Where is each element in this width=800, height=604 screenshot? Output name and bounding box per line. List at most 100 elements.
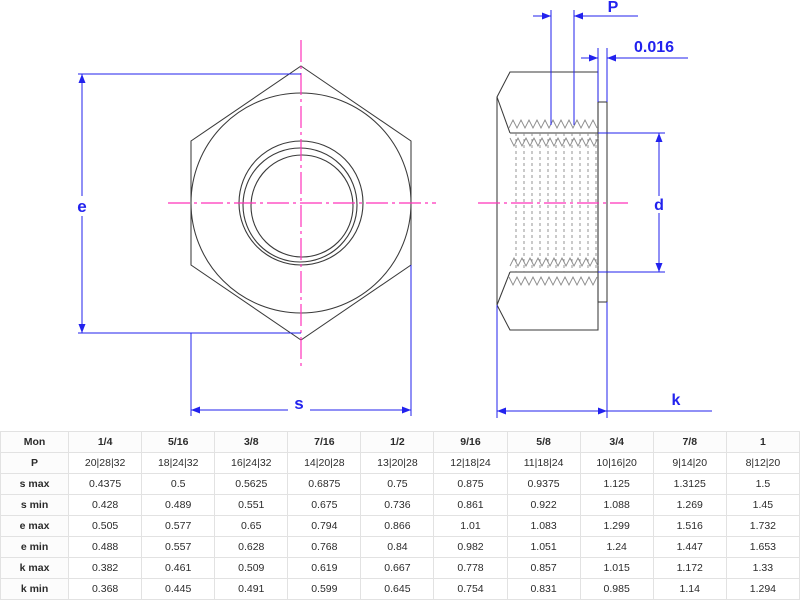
- table-cell: 0.65: [214, 515, 289, 537]
- table-cell: 0.491: [214, 578, 289, 600]
- table-column-header: 9/16: [433, 431, 508, 453]
- table-cell: 12|18|24: [433, 452, 508, 474]
- table-cell: 0.875: [433, 473, 508, 495]
- table-cell: 0.6875: [287, 473, 362, 495]
- thread-minor-circle: [242, 147, 358, 263]
- table-cell: 0.778: [433, 557, 508, 579]
- table-cell: 0.75: [360, 473, 435, 495]
- table-cell: 1.015: [579, 557, 654, 579]
- table-column-header: Mon: [0, 431, 70, 453]
- table-cell: 20|28|32: [68, 452, 143, 474]
- table-cell: 0.382: [68, 557, 143, 579]
- table-row-label: P: [0, 452, 70, 474]
- table-cell: 0.577: [141, 515, 216, 537]
- table-cell: 0.428: [68, 494, 143, 516]
- table-row: k min 0.368 0.445 0.491 0.599 0.645 0.75…: [0, 578, 800, 600]
- table-cell: 0.628: [214, 536, 289, 558]
- table-row: k max 0.382 0.461 0.509 0.619 0.667 0.77…: [0, 557, 800, 579]
- table-cell: 0.5: [141, 473, 216, 495]
- table-row: P 20|28|32 18|24|32 16|24|32 14|20|28 13…: [0, 452, 800, 474]
- table-cell: 0.445: [141, 578, 216, 600]
- table-cell: 11|18|24: [506, 452, 581, 474]
- table-row: s max 0.4375 0.5 0.5625 0.6875 0.75 0.87…: [0, 473, 800, 495]
- table-cell: 1.14: [652, 578, 727, 600]
- table-cell: 1.24: [579, 536, 654, 558]
- table-cell: 0.982: [433, 536, 508, 558]
- thread-crest-top: [508, 118, 598, 130]
- table-row: e min 0.488 0.557 0.628 0.768 0.84 0.982…: [0, 536, 800, 558]
- table-cell: 0.368: [68, 578, 143, 600]
- table-cell: 10|16|20: [579, 452, 654, 474]
- table-cell: 0.557: [141, 536, 216, 558]
- table-cell: 1.516: [652, 515, 727, 537]
- table-cell: 9|14|20: [652, 452, 727, 474]
- table-cell: 0.84: [360, 536, 435, 558]
- table-column-header: 7/8: [652, 431, 727, 453]
- thread-crest-bottom: [509, 256, 599, 268]
- table-cell: 1.269: [652, 494, 727, 516]
- specification-table: Mon 1/4 5/16 3/8 7/16 1/2 9/16 5/8 3/4 7…: [0, 431, 800, 600]
- table-column-header: 1: [725, 431, 800, 453]
- drawing-svg: e s: [77, 0, 712, 418]
- table-cell: 0.619: [287, 557, 362, 579]
- table-cell: 8|12|20: [725, 452, 800, 474]
- chamfer-edge-top-left: [496, 96, 511, 134]
- table-cell: 0.645: [360, 578, 435, 600]
- table-cell: 18|24|32: [141, 452, 216, 474]
- table-cell: 0.794: [287, 515, 362, 537]
- chamfer-edge-bottom-left: [496, 271, 511, 306]
- table-cell: 1.088: [579, 494, 654, 516]
- table-cell: 0.857: [506, 557, 581, 579]
- specification-table-container: Mon 1/4 5/16 3/8 7/16 1/2 9/16 5/8 3/4 7…: [0, 431, 800, 604]
- table-cell: 0.461: [141, 557, 216, 579]
- table-header-row: Mon 1/4 5/16 3/8 7/16 1/2 9/16 5/8 3/4 7…: [0, 431, 800, 453]
- e-dimension-label: e: [77, 197, 86, 216]
- hex-nut-top-view: e s: [77, 40, 436, 416]
- table-cell: 0.5625: [214, 473, 289, 495]
- table-cell: 13|20|28: [360, 452, 435, 474]
- table-cell: 0.675: [287, 494, 362, 516]
- table-column-header: 3/4: [579, 431, 654, 453]
- table-cell: 0.667: [360, 557, 435, 579]
- k-dimension-label: k: [672, 392, 681, 409]
- table-cell: 0.505: [68, 515, 143, 537]
- table-cell: 1.299: [579, 515, 654, 537]
- table-cell: 1.051: [506, 536, 581, 558]
- table-cell: 1.653: [725, 536, 800, 558]
- table-cell: 0.736: [360, 494, 435, 516]
- table-row-label: s min: [0, 494, 70, 516]
- table-cell: 0.509: [214, 557, 289, 579]
- table-cell: 14|20|28: [287, 452, 362, 474]
- d-dimension-label: d: [654, 197, 664, 214]
- table-cell: 0.488: [68, 536, 143, 558]
- table-cell: 0.922: [506, 494, 581, 516]
- table-cell: 1.3125: [652, 473, 727, 495]
- table-cell: 1.732: [725, 515, 800, 537]
- table-cell: 0.866: [360, 515, 435, 537]
- table-cell: 1.45: [725, 494, 800, 516]
- table-row: e max 0.505 0.577 0.65 0.794 0.866 1.01 …: [0, 515, 800, 537]
- table-column-header: 7/16: [287, 431, 362, 453]
- table-cell: 0.985: [579, 578, 654, 600]
- table-row-label: k min: [0, 578, 70, 600]
- table-cell: 16|24|32: [214, 452, 289, 474]
- table-cell: 1.125: [579, 473, 654, 495]
- table-cell: 1.33: [725, 557, 800, 579]
- table-cell: 0.489: [141, 494, 216, 516]
- table-column-header: 1/4: [68, 431, 143, 453]
- engineering-drawing-canvas: e s: [77, 0, 712, 418]
- table-cell: 0.9375: [506, 473, 581, 495]
- table-cell: 0.4375: [68, 473, 143, 495]
- thread-root-top: [509, 136, 599, 148]
- table-cell: 1.083: [506, 515, 581, 537]
- table-cell: 0.831: [506, 578, 581, 600]
- table-cell: 1.5: [725, 473, 800, 495]
- table-cell: 0.754: [433, 578, 508, 600]
- table-row-label: e min: [0, 536, 70, 558]
- table-column-header: 1/2: [360, 431, 435, 453]
- chamfer-dimension-label: 0.016: [634, 39, 674, 56]
- table-cell: 1.01: [433, 515, 508, 537]
- bore-circle: [250, 154, 354, 258]
- p-dimension-label: P: [608, 0, 619, 16]
- hex-nut-side-view: P 0.016 d k: [478, 0, 712, 418]
